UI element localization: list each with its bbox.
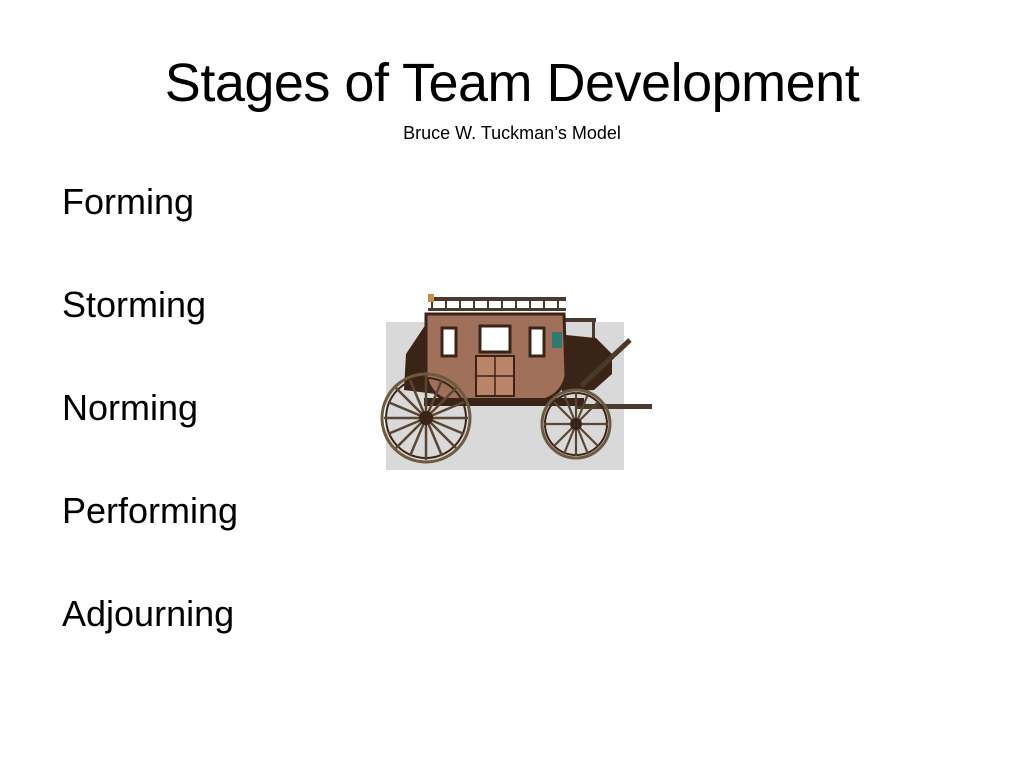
stage-item-norming: Norming [62,387,199,428]
stage-item-storming: Storming [62,284,207,325]
slide-title: Stages of Team Development [164,53,860,113]
stage-item-performing: Performing [62,490,239,531]
slide-subtitle: Bruce W. Tuckman’s Model [403,123,621,143]
stagecoach-icon [380,294,652,470]
stage-item-forming: Forming [62,181,195,222]
stage-list: Forming Storming Norming Performing Adjo… [62,178,238,693]
stage-item-adjourning: Adjourning [62,593,235,634]
